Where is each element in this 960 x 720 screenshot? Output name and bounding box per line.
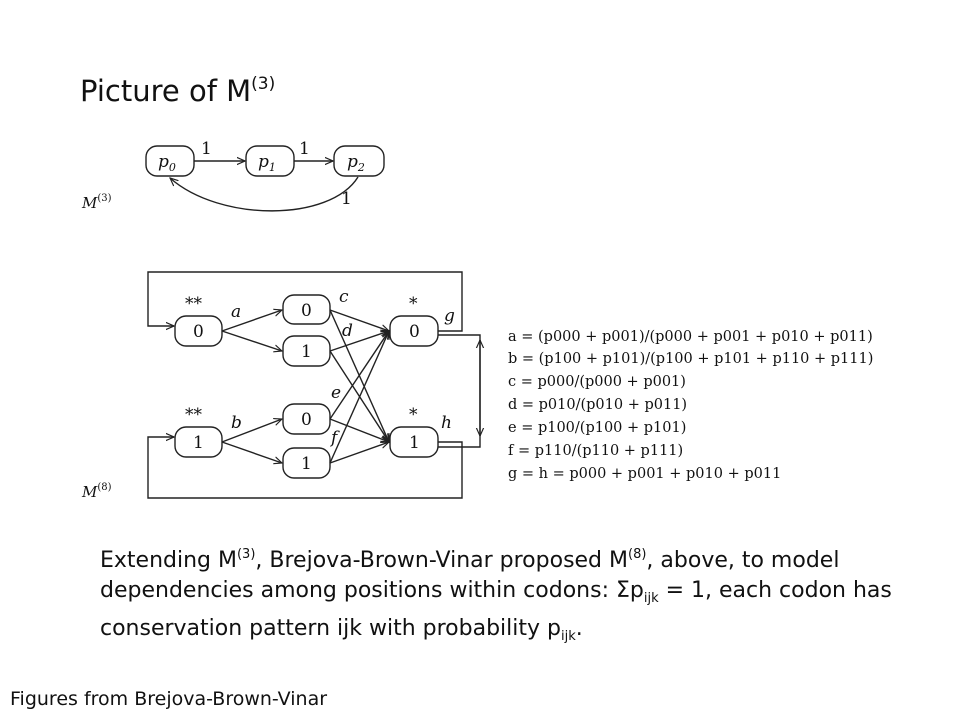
body-text-1: Extending M (100, 548, 237, 573)
m8-node-mid1-label: 0 (301, 301, 312, 321)
m8-node-end-top-label: 0 (409, 322, 420, 342)
m8-edge-label-b: b (231, 413, 242, 433)
equation-e: e = p100/(p100 + p101) (508, 420, 686, 436)
m8-edge-label-c: c (339, 287, 349, 307)
equations: a = (p000 + p001)/(p000 + p001 + p010 + … (508, 329, 873, 482)
m8-node-mid3-label: 0 (301, 410, 312, 430)
m8-node-mid4-label: 1 (301, 454, 312, 474)
m8-edge-label-d: d (342, 321, 353, 341)
title-superscript: (3) (251, 74, 276, 94)
m8-star-end-bottom: * (409, 405, 418, 425)
m3-model-label: M(3) (81, 193, 112, 212)
m8-model-label: M(8) (81, 482, 112, 501)
body-paragraph: Extending M(3), Brejova-Brown-Vinar prop… (100, 540, 920, 652)
m8-edge-label-e: e (331, 383, 341, 403)
body-sup-2: (8) (628, 547, 647, 562)
m3-diagram (145, 145, 385, 212)
equation-c: c = p000/(p000 + p001) (508, 374, 686, 390)
m8-edge-e-cross (329, 418, 389, 442)
m8-edge-label-g: g (444, 306, 455, 326)
m3-node-p1-label: p1 (258, 152, 276, 174)
body-text-5: . (575, 616, 583, 641)
m8-edge-b-top (221, 419, 282, 443)
body-sub-1: ijk (643, 591, 659, 606)
m8-edge-b-bottom (221, 441, 282, 463)
m8-edge-e (329, 331, 389, 420)
m8-star-end-top: * (409, 294, 418, 314)
slide-title: Picture of M(3) (80, 74, 275, 108)
equation-f: f = p110/(p110 + p111) (508, 443, 683, 459)
body-sub-2: ijk (560, 629, 576, 644)
body-text-3: , above, to model dependencies among pos… (100, 548, 840, 603)
m8-edge-a-bottom (221, 330, 282, 351)
m3-edge-p2-p0 (170, 176, 359, 212)
m8-node-end-bottom-label: 1 (409, 433, 420, 453)
m8-diagram (147, 271, 480, 499)
m8-star-top-start: ** (185, 294, 203, 314)
m8-edge-f (329, 331, 390, 464)
m8-edge-c (329, 309, 389, 331)
m8-edge-label-h: h (441, 413, 452, 433)
m8-node-bottom-start-label: 1 (193, 433, 204, 453)
m8-node-mid2-label: 1 (301, 342, 312, 362)
m8-edge-label-f: f (329, 428, 340, 448)
m8-edge-label-a: a (231, 302, 241, 322)
m8-loop-bottom-up (438, 340, 480, 448)
equation-a: a = (p000 + p001)/(p000 + p001 + p010 + … (508, 329, 873, 345)
m3-edge-label-1: 1 (201, 139, 212, 159)
m8-edge-a-top (221, 310, 282, 332)
m3-node-p2-label: p2 (347, 152, 365, 174)
body-sup-1: (3) (236, 547, 256, 562)
m8-node-top-start-label: 0 (193, 322, 204, 342)
m3-node-p0-label: p0 (158, 152, 176, 174)
equation-g-h: g = h = p000 + p001 + p010 + p011 (508, 466, 781, 482)
m8-star-bottom-start: ** (185, 405, 203, 425)
m8-edge-f-cross (329, 442, 389, 464)
body-text-4: = 1, each codon has conservation pattern… (100, 578, 892, 641)
m8-loop-bottom (147, 437, 463, 499)
equation-b: b = (p100 + p101)/(p100 + p101 + p110 + … (508, 351, 873, 367)
m8-edge-d (329, 331, 389, 352)
m3-edge-label-2: 1 (299, 139, 310, 159)
m3-edge-label-3: 1 (341, 189, 352, 209)
title-text: Picture of M (80, 74, 252, 108)
equation-d: d = p010/(p010 + p011) (508, 397, 687, 413)
figure-caption: Figures from Brejova-Brown-Vinar (10, 688, 328, 710)
m8-loop-top (147, 271, 463, 332)
body-text-2: , Brejova-Brown-Vinar proposed M (255, 548, 628, 573)
m3-node-p2 (333, 145, 385, 177)
